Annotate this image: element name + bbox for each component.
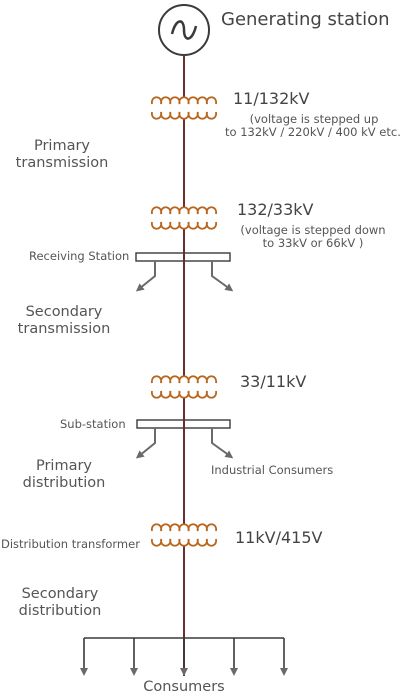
transformer-2-note: (voltage is stepped down to 33kV or 66kV… [229,223,397,251]
distribution-transformer-label: Distribution transformer [1,537,140,551]
primary-transmission-line-2: transmission [15,154,109,171]
transformer-1-secondary-coil [151,111,217,120]
transformer-2-secondary-coil [151,221,217,230]
transformer-4-icon [150,523,218,547]
transformer-2-primary-coil [151,206,217,215]
transformer-1-note-line-1: (voltage is stepped up [249,112,379,126]
transformer-1-icon [150,96,218,120]
transformer-2-note-line-2: to 33kV or 66kV ) [262,236,364,251]
feeder-arrow-left [135,261,156,292]
consumers-label: Consumers [143,679,225,695]
transformer-2-ratio: 132/33kV [237,200,314,219]
consumer-distribution-bus [80,637,288,676]
primary-transmission-line-1: Primary [33,138,91,154]
secondary-transmission-label: Secondary transmission [4,304,124,337]
primary-distribution-line-1: Primary [35,458,93,474]
secondary-transmission-line-1: Secondary [25,304,103,320]
transformer-2-note-line-1: (voltage is stepped down [240,223,386,237]
secondary-distribution-line-2: distribution [18,602,102,619]
transformer-2-icon [150,206,218,230]
receiving-station-label: Receiving Station [29,249,130,263]
secondary-distribution-line-1: Secondary [21,586,99,602]
diagram-title: Generating station [221,9,390,30]
industrial-consumers-label: Industrial Consumers [211,463,334,477]
transformer-1-ratio: 11/132kV [233,89,310,108]
secondary-transmission-line-2: transmission [17,320,111,337]
transformer-3-icon [150,375,218,399]
substation-arrow-right [211,428,234,459]
primary-transmission-label: Primary transmission [8,138,116,171]
transformer-4-primary-coil [151,523,217,532]
transformer-1-note: (voltage is stepped up to 132kV / 220kV … [225,112,404,140]
primary-distribution-line-2: distribution [22,474,106,491]
transformer-4-secondary-coil [151,538,217,547]
transformer-group [150,96,218,547]
substation-arrow-left [135,428,156,459]
transformer-3-secondary-coil [151,390,217,399]
receiving-station-busbar [135,252,234,292]
transformer-1-primary-coil [151,96,217,105]
transformer-3-primary-coil [151,375,217,384]
substation-label: Sub-station [60,417,126,431]
primary-distribution-label: Primary distribution [10,458,118,491]
transformer-3-ratio: 33/11kV [240,372,307,391]
secondary-distribution-label: Secondary distribution [6,586,114,619]
substation-busbar [135,419,234,459]
feeder-arrow-right [211,261,234,292]
transformer-4-ratio: 11kV/415V [235,528,323,547]
generator-icon [158,4,210,56]
transformer-1-note-line-2: to 132kV / 220kV / 400 kV etc. ) [225,125,404,140]
